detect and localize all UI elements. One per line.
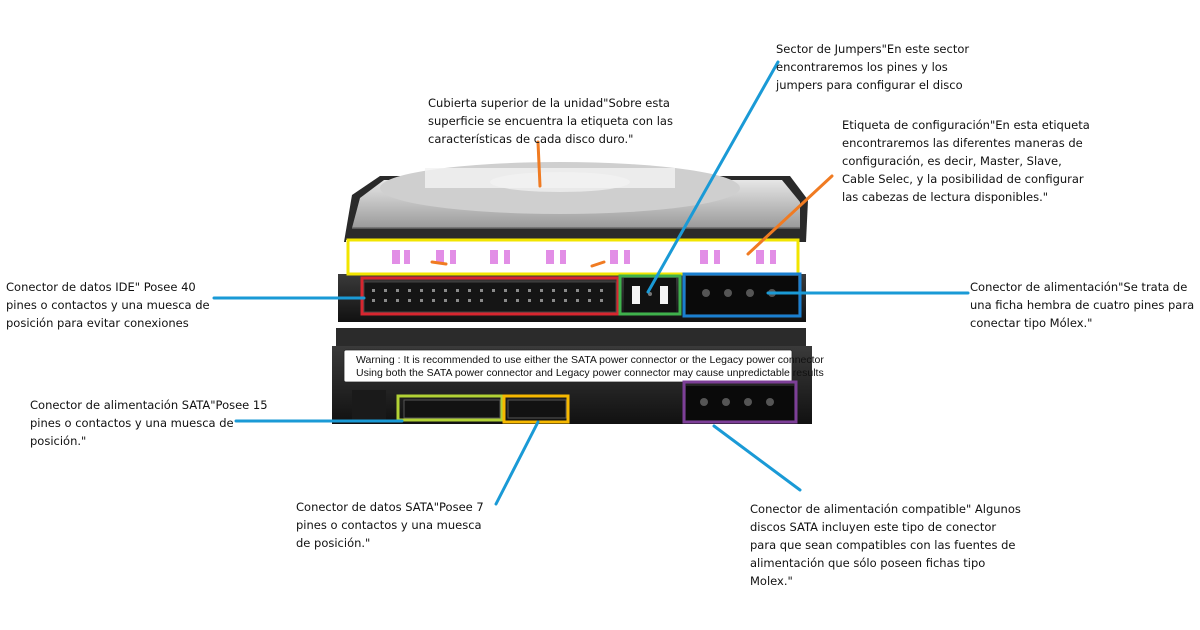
config-mark xyxy=(546,250,554,264)
config-mark xyxy=(404,250,410,264)
leader-config-left xyxy=(430,260,448,266)
ide-pin xyxy=(480,299,483,302)
top-cover-sticker xyxy=(425,168,675,188)
ide-pin xyxy=(396,289,399,292)
jumper-cap xyxy=(660,286,668,304)
highlight-sata-data xyxy=(502,394,570,424)
config-label-jumper-diagrams xyxy=(392,250,776,264)
annotation-sata-power: Conector de alimentación SATA"Posee 15 p… xyxy=(30,398,268,448)
ide-pin xyxy=(408,299,411,302)
ide-pin xyxy=(516,299,519,302)
ide-pin xyxy=(576,289,579,292)
ide-pin xyxy=(528,299,531,302)
ide-pin xyxy=(408,289,411,292)
molex-pin xyxy=(724,289,732,297)
ide-pin xyxy=(384,299,387,302)
leader-jumpers xyxy=(646,60,780,294)
warning-label xyxy=(343,349,793,383)
ide-pin xyxy=(432,299,435,302)
ide-pin xyxy=(420,299,423,302)
drive-foot xyxy=(352,390,386,420)
ide-pin xyxy=(504,299,507,302)
ide-pin xyxy=(552,289,555,292)
warning-line-1: Warning : It is recommended to use eithe… xyxy=(356,354,824,366)
leader-config-right xyxy=(746,174,834,256)
ide-pin xyxy=(576,299,579,302)
ide-drive xyxy=(338,162,808,322)
ide-connector-body xyxy=(363,281,617,313)
config-mark xyxy=(610,250,618,264)
ide-pin xyxy=(564,299,567,302)
ide-pin xyxy=(480,289,483,292)
molex-pin xyxy=(744,398,752,406)
molex-pin xyxy=(766,398,774,406)
ide-pin xyxy=(420,289,423,292)
annotation-ide-connector: Conector de datos IDE" Posee 40 pines o … xyxy=(6,280,210,330)
leader-sata-data xyxy=(494,420,540,506)
ide-pin xyxy=(600,289,603,292)
annotation-jumpers: Sector de Jumpers"En este sector encontr… xyxy=(776,42,970,92)
ide-pin xyxy=(432,289,435,292)
jumper-cap xyxy=(632,286,640,304)
highlight-ide-connector xyxy=(360,276,620,316)
ide-pin xyxy=(504,289,507,292)
config-mark xyxy=(392,250,400,264)
highlight-sata-power xyxy=(396,394,504,422)
sata-power-connector xyxy=(403,399,501,419)
ide-pin xyxy=(468,289,471,292)
config-mark xyxy=(770,250,776,264)
highlight-molex-power xyxy=(682,272,802,318)
config-mark xyxy=(700,250,708,264)
config-mark xyxy=(490,250,498,264)
ide-pin xyxy=(552,299,555,302)
molex-pin xyxy=(746,289,754,297)
leader-cover xyxy=(536,140,542,188)
ide-pin xyxy=(540,289,543,292)
ide-pin xyxy=(600,299,603,302)
config-mark xyxy=(504,250,510,264)
config-label-panel xyxy=(346,240,798,274)
sata-drive: Warning : It is recommended to use eithe… xyxy=(332,328,824,424)
ide-pin xyxy=(372,289,375,292)
sata-data-connector xyxy=(507,399,567,419)
ide-pin xyxy=(468,299,471,302)
config-mark xyxy=(714,250,720,264)
molex-pin xyxy=(700,398,708,406)
config-mark xyxy=(756,250,764,264)
ide-pin xyxy=(372,299,375,302)
ide-pin xyxy=(564,289,567,292)
highlight-jumpers xyxy=(618,274,682,316)
annotation-power-connector: Conector de alimentación"Se trata de una… xyxy=(970,280,1195,330)
ide-pin xyxy=(588,289,591,292)
annotation-config-label: Etiqueta de configuración"En esta etique… xyxy=(842,118,1090,204)
config-mark xyxy=(450,250,456,264)
ide-pin xyxy=(444,299,447,302)
highlight-compat-power xyxy=(682,380,798,424)
ide-pin xyxy=(516,289,519,292)
config-mark xyxy=(624,250,630,264)
ide-pin xyxy=(492,289,495,292)
ide-pin xyxy=(456,289,459,292)
ide-pin xyxy=(456,299,459,302)
ide-pin xyxy=(444,289,447,292)
sata-drive-chassis xyxy=(336,328,806,348)
ide-pin xyxy=(588,299,591,302)
config-mark xyxy=(560,250,566,264)
leader-config-mid xyxy=(590,260,606,268)
annotation-top-cover: Cubierta superior de la unidad"Sobre est… xyxy=(428,96,673,146)
highlight-config-label xyxy=(346,238,800,276)
config-mark xyxy=(436,250,444,264)
ide-pin xyxy=(396,299,399,302)
ide-pin xyxy=(384,289,387,292)
molex-pin xyxy=(702,289,710,297)
molex-pin xyxy=(722,398,730,406)
ide-pin xyxy=(528,289,531,292)
ide-connector-pins xyxy=(372,289,603,302)
warning-line-2: Using both the SATA power connector and … xyxy=(356,367,824,379)
ide-pin xyxy=(540,299,543,302)
leader-compat-power xyxy=(712,424,802,492)
annotation-sata-data: Conector de datos SATA"Posee 7 pines o c… xyxy=(296,500,484,550)
annotation-compat-power: Conector de alimentación compatible" Alg… xyxy=(750,502,1021,588)
